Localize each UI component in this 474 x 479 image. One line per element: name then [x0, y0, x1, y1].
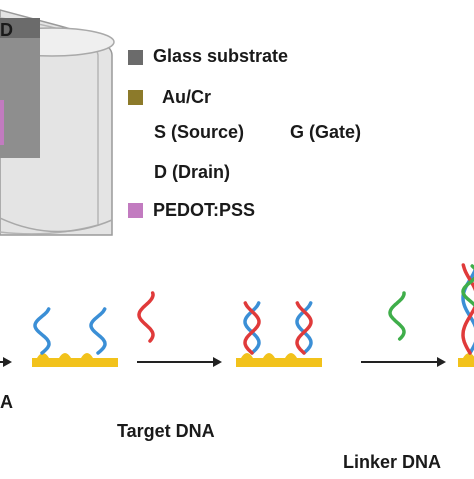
legend-gate: G (Gate)	[290, 122, 362, 142]
electrode-stage-2	[236, 358, 322, 367]
target-strand	[243, 301, 261, 355]
glass-substrate-swatch	[128, 50, 143, 65]
glass-substrate-slab	[0, 18, 40, 158]
legend-pedot-pss: PEDOT:PSS	[153, 200, 256, 220]
electrode-stage-2-bump	[241, 353, 253, 358]
electrode-stage-1-bump	[59, 353, 71, 358]
arrow-partial-head	[3, 357, 12, 367]
pedot-strip	[0, 100, 4, 145]
electrode-stage-1	[32, 358, 118, 367]
electrode-stage-2-bump	[285, 353, 297, 358]
free-target-strand	[137, 291, 155, 343]
legend-glass-substrate: Glass substrate	[153, 46, 289, 66]
electrode-stage-2-bump	[263, 353, 275, 358]
arrow-linker-head	[437, 357, 446, 367]
target-strand	[295, 301, 313, 355]
arrow-target-head	[213, 357, 222, 367]
assembly-process	[0, 263, 474, 367]
legend-source: S (Source)	[154, 122, 245, 142]
electrode-stage-3-bump	[463, 353, 474, 358]
probe-strand	[33, 307, 51, 355]
legend-au-cr: Au/Cr	[162, 87, 211, 107]
pedot-pss-swatch	[128, 203, 143, 218]
electrode-stage-1-bump	[81, 353, 93, 358]
au-cr-swatch	[128, 90, 143, 105]
step-label-linker-dna: Linker DNA	[343, 452, 442, 472]
device-corner-label: D	[0, 20, 13, 40]
electrode-stage-1-bump	[37, 353, 49, 358]
free-linker-strand	[388, 291, 406, 341]
step-label-target-dna: Target DNA	[117, 421, 215, 441]
legend-drain: D (Drain)	[154, 162, 230, 182]
probe-strand	[89, 307, 107, 355]
step-label-partial: A	[0, 392, 13, 412]
target-strand	[461, 263, 474, 355]
linker-strand	[461, 264, 474, 308]
electrode-stage-3	[458, 358, 474, 367]
